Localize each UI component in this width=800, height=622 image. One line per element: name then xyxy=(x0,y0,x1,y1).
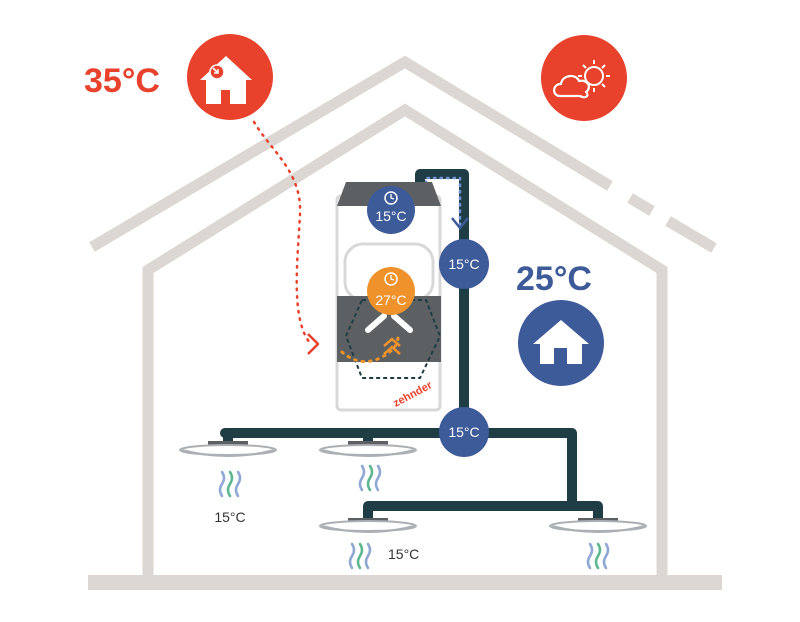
airflow-middle xyxy=(358,464,382,492)
riser-temperature: 15°C xyxy=(448,256,479,272)
duct-main xyxy=(220,428,601,511)
vent-bottom-right xyxy=(549,518,647,533)
outdoor-temperature: 35°C xyxy=(84,62,160,100)
indoor-temperature: 25°C xyxy=(516,260,592,298)
vent-bottom-temperature: 15°C xyxy=(388,546,419,562)
clock-icon xyxy=(384,272,398,286)
airflow-bottom-left xyxy=(348,542,372,570)
indoor-house-badge xyxy=(518,300,604,386)
unit-core-badge: 27°C xyxy=(367,267,415,315)
outdoor-air-path xyxy=(252,120,312,345)
unit-core-temperature: 27°C xyxy=(375,292,406,308)
junction-temperature: 15°C xyxy=(448,424,479,440)
outer-roof xyxy=(89,55,613,252)
riser-flow-arrow xyxy=(451,217,469,231)
vent-left xyxy=(179,441,277,457)
airflow-bottom-right xyxy=(586,542,610,570)
inner-house xyxy=(142,103,668,582)
outdoor-air-arrow xyxy=(307,333,320,355)
heat-flow-dots xyxy=(340,334,400,363)
junction-temperature-badge: 15°C xyxy=(439,407,489,457)
heat-exchanger-core xyxy=(344,299,442,379)
vent-bottom-left xyxy=(319,518,417,533)
weather-badge xyxy=(541,35,627,121)
ground-line xyxy=(88,575,722,590)
core-chevron-1 xyxy=(383,337,401,347)
clock-hand xyxy=(390,275,395,281)
riser-temperature-badge: 15°C xyxy=(439,239,489,289)
core-arm-left xyxy=(365,313,387,333)
outer-roof-dash-1 xyxy=(627,193,655,216)
vent-left-temperature: 15°C xyxy=(214,509,245,525)
outdoor-house-badge xyxy=(187,34,273,120)
clock-hand xyxy=(390,194,395,200)
airflow-left xyxy=(218,470,242,498)
house-outline xyxy=(88,55,722,590)
core-chevron-2 xyxy=(383,345,401,355)
unit-top-temperature: 15°C xyxy=(375,208,406,224)
cloud-icon xyxy=(553,74,590,99)
vent-middle xyxy=(319,441,417,457)
core-arm-right xyxy=(391,313,413,333)
duct-branch xyxy=(363,501,577,527)
house-icon xyxy=(533,320,589,364)
unit-top-badge: 15°C xyxy=(367,186,415,234)
clock-icon xyxy=(384,191,398,205)
outer-roof-dash-2 xyxy=(665,216,717,253)
